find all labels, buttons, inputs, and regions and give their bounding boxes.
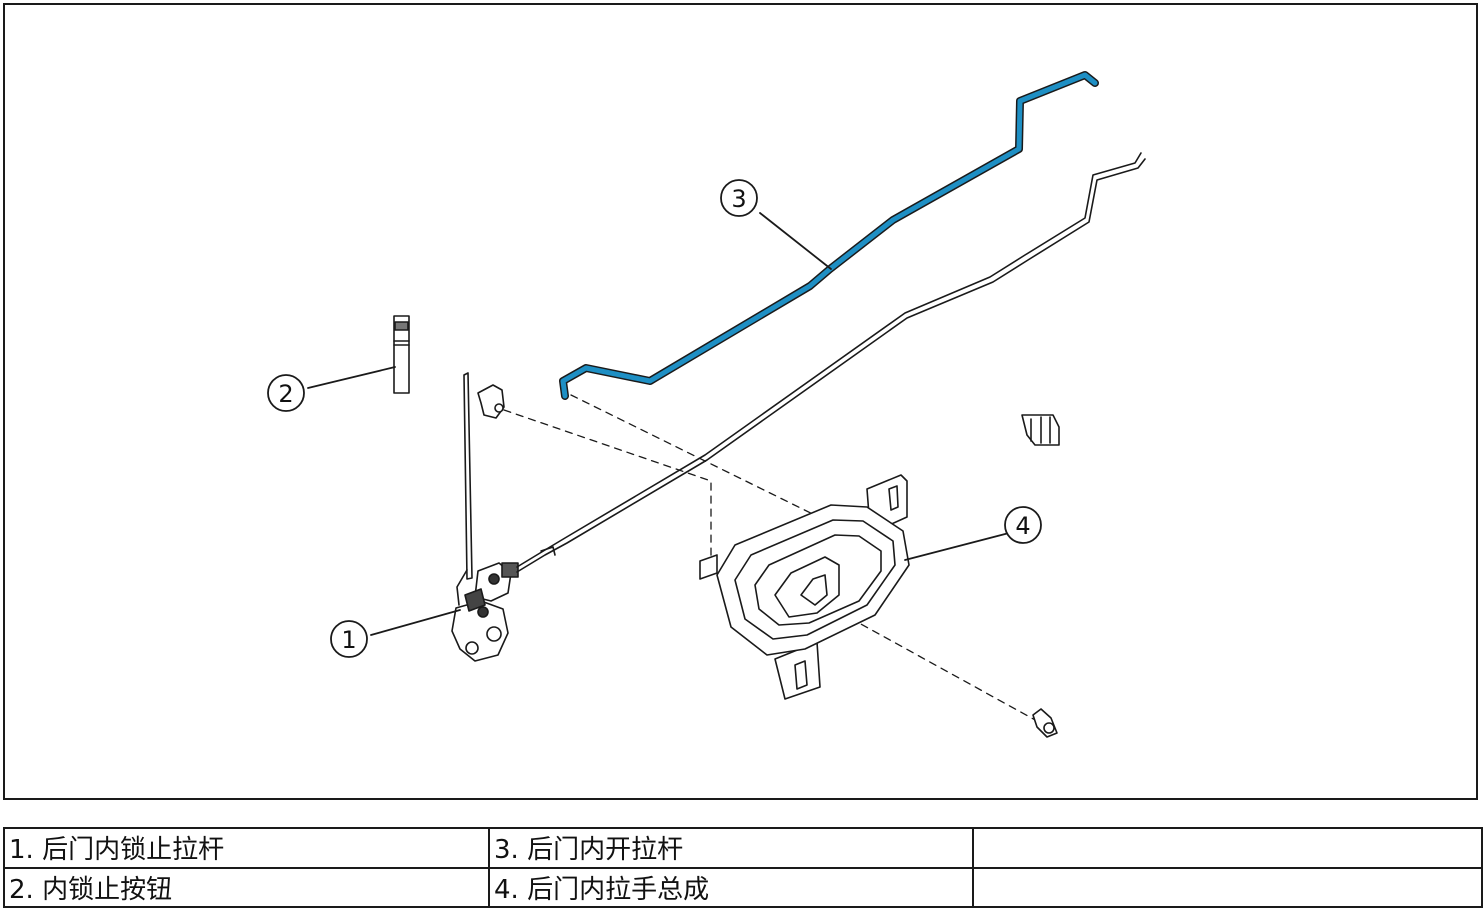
svg-text:3: 3	[731, 185, 746, 213]
diagram-drawing: 1 2 3 4	[267, 71, 1146, 738]
legend-cell	[972, 827, 1483, 869]
legend-cell: 2. 内锁止按钮	[3, 866, 490, 908]
inner-open-rod	[559, 71, 1099, 400]
callout-3: 3	[720, 179, 758, 217]
handle-clip	[1021, 414, 1060, 446]
callout-4: 4	[1004, 506, 1042, 544]
svg-text:1: 1	[341, 626, 356, 654]
callout-2: 2	[267, 374, 305, 412]
svg-text:2: 2	[278, 380, 293, 408]
legend-cell: 4. 后门内拉手总成	[488, 866, 974, 908]
exploded-parts-diagram: 1 2 3 4	[3, 3, 1478, 800]
callout-1: 1	[330, 620, 368, 658]
alignment-dashes	[503, 394, 1038, 722]
legend-cell	[972, 866, 1483, 908]
legend-row: 1. 后门内锁止拉杆 3. 后门内开拉杆	[3, 827, 1483, 869]
svg-text:4: 4	[1015, 512, 1030, 540]
inner-handle-assembly	[699, 474, 910, 700]
parts-legend-table: 1. 后门内锁止拉杆 3. 后门内开拉杆 2. 内锁止按钮 4. 后门内拉手总成	[3, 827, 1483, 908]
legend-cell: 3. 后门内开拉杆	[488, 827, 974, 869]
door-latch-assembly	[451, 562, 519, 662]
inner-lock-button	[393, 315, 410, 394]
rod-clip	[477, 384, 505, 419]
inner-lock-rod	[456, 372, 473, 606]
inner-open-cable	[516, 152, 1146, 573]
legend-cell: 1. 后门内锁止拉杆	[3, 827, 490, 869]
leader-lines	[307, 212, 1010, 636]
mounting-screw	[1032, 708, 1058, 738]
legend-row: 2. 内锁止按钮 4. 后门内拉手总成	[3, 866, 1483, 908]
